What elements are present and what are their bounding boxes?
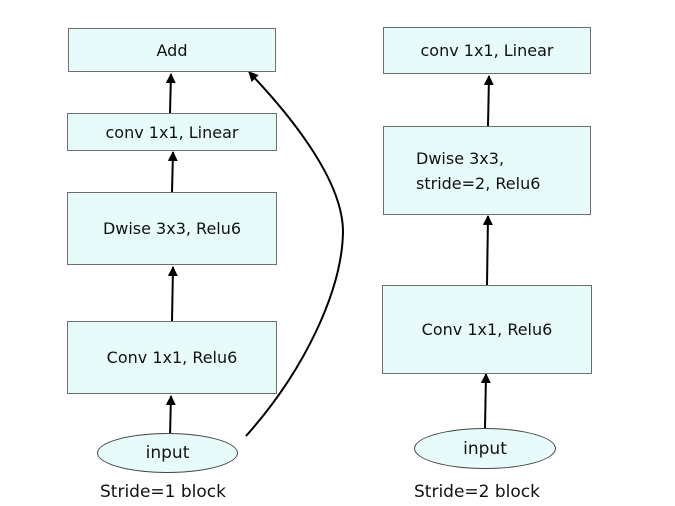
left-add-node: Add (68, 28, 276, 72)
arrow-right-input-to-conv (480, 373, 491, 429)
left-input-node: input (97, 433, 238, 473)
right-dwise-label: Dwise 3x3, stride=2, Relu6 (416, 148, 541, 193)
left-dwise-label: Dwise 3x3, Relu6 (102, 219, 242, 238)
left-conv-relu-node: Conv 1x1, Relu6 (67, 321, 277, 394)
right-input-label: input (463, 438, 507, 459)
arrow-left-linear-to-add (165, 73, 176, 114)
residual-skip-connection (245, 71, 345, 437)
arrow-right-conv-to-dwise (482, 215, 493, 286)
right-caption: Stride=2 block (414, 482, 540, 502)
right-conv-linear-label: conv 1x1, Linear (420, 41, 554, 60)
right-conv-relu-node: Conv 1x1, Relu6 (382, 285, 592, 374)
left-dwise-node: Dwise 3x3, Relu6 (67, 192, 277, 265)
right-dwise-node: Dwise 3x3, stride=2, Relu6 (383, 126, 591, 215)
left-conv-linear-label: conv 1x1, Linear (105, 122, 239, 142)
arrow-right-dwise-to-linear (483, 75, 494, 127)
left-conv-linear-node: conv 1x1, Linear (67, 113, 277, 151)
left-caption: Stride=1 block (100, 482, 226, 502)
left-input-label: input (145, 443, 190, 463)
arrow-left-input-to-conv (165, 395, 176, 437)
right-input-node: input (414, 428, 556, 469)
arrow-left-dwise-to-linear (167, 151, 178, 193)
right-conv-linear-node: conv 1x1, Linear (383, 27, 591, 74)
left-add-label: Add (156, 40, 188, 60)
left-conv-relu-label: Conv 1x1, Relu6 (106, 348, 238, 367)
right-conv-relu-label: Conv 1x1, Relu6 (421, 320, 553, 339)
arrow-left-conv-to-dwise (167, 266, 178, 322)
